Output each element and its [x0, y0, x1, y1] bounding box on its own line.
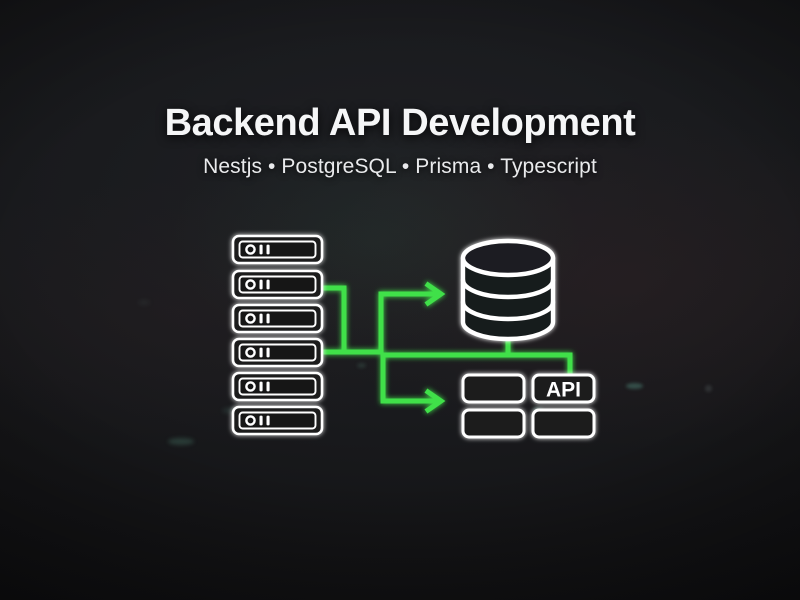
- server-unit: [231, 234, 324, 265]
- database-top: [460, 238, 556, 278]
- connector-rail-to-api: [380, 352, 511, 404]
- server-unit: [231, 405, 324, 436]
- connector-layer: [320, 281, 573, 414]
- server-unit: [231, 269, 324, 300]
- connector-servers-to-database: [320, 285, 440, 355]
- server-unit: [231, 371, 324, 402]
- tech-stack-subtitle: Nestjs • PostgreSQL • Prisma • Typescrip…: [203, 155, 597, 178]
- api-grid-cell: [461, 408, 526, 439]
- page-title: Backend API Development: [164, 102, 636, 144]
- database-band: [460, 277, 556, 300]
- api-label: API: [546, 379, 581, 402]
- arrowhead-to-api: [424, 388, 446, 414]
- api-grid-cell-api: [531, 373, 596, 404]
- connector-database-to-api: [505, 327, 573, 379]
- arrowhead-to-database: [424, 281, 446, 307]
- api-grid-cell: [531, 408, 596, 439]
- database-band: [460, 299, 556, 322]
- database-cylinder: [460, 238, 556, 342]
- server-stack: [231, 234, 324, 436]
- server-unit: [231, 337, 324, 368]
- server-unit: [231, 303, 324, 334]
- api-service-grid: API: [461, 373, 596, 439]
- api-grid-cell: [461, 373, 526, 404]
